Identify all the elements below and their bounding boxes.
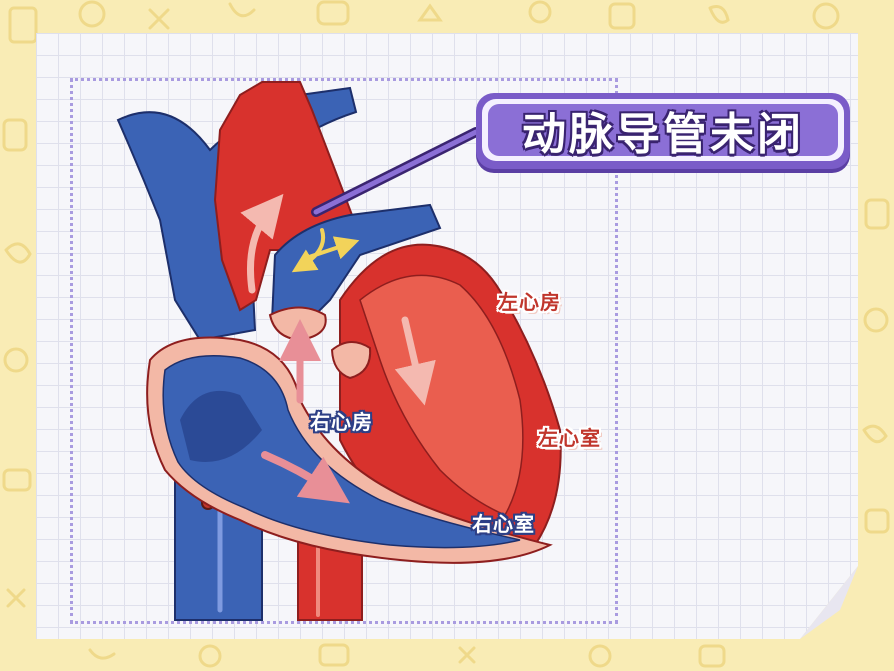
doodle-curve-icon [228, 2, 256, 18]
label-left-atrium: 左心房 [498, 290, 561, 314]
doodle-circle-icon [3, 347, 29, 373]
doodle-heart-icon [4, 242, 32, 264]
doodle-circle-icon [528, 0, 552, 24]
doodle-pill-icon [316, 0, 350, 26]
doodle-bottle-icon [864, 198, 890, 230]
doodle-curve-icon [88, 648, 116, 660]
shunt-arrow-right-icon [304, 236, 360, 260]
doodle-cross-icon [148, 8, 170, 30]
doodle-cross-icon [458, 646, 476, 664]
doodle-cross-icon [6, 588, 26, 608]
pulmonary-valve [268, 306, 327, 342]
doodle-circle-icon [863, 307, 889, 333]
dotted-frame [70, 78, 618, 624]
shunt-arrow-down-icon [291, 228, 325, 273]
title-badge: 动脉导管未闭 [476, 93, 850, 169]
right-atrium-shade [180, 390, 262, 462]
left-ventricle-inner [359, 274, 524, 516]
doodle-heart-icon [862, 424, 888, 444]
doodle-box-icon [698, 644, 726, 668]
doodle-pill-icon [2, 468, 32, 492]
doodle-circle-icon [812, 2, 840, 30]
label-right-ventricle: 右心室 [472, 512, 535, 536]
aortic-valve [330, 341, 372, 380]
paper-fold-corner [800, 566, 858, 639]
doodle-bottle-icon [2, 118, 28, 152]
doodle-box-icon [608, 2, 636, 30]
right-atrium-ventricle [162, 355, 521, 549]
title-badge-core: 动脉导管未闭 [488, 104, 838, 160]
aortic-flow-arrow [240, 193, 284, 294]
doodle-triangle-icon [417, 3, 443, 22]
doodle-clipboard-icon [8, 6, 38, 44]
diagram-title: 动脉导管未闭 [522, 109, 804, 160]
doodle-circle-icon [198, 644, 222, 668]
mitral-flow-arrow [394, 316, 436, 406]
doodle-pill-icon [318, 643, 350, 667]
label-right-atrium: 右心房 [310, 410, 373, 434]
doodle-circle-icon [78, 0, 106, 28]
pointer-line [313, 129, 479, 215]
doodle-box-icon [864, 508, 890, 534]
title-badge-frame: 动脉导管未闭 [482, 99, 844, 161]
doodle-circle-icon [588, 644, 612, 668]
label-left-ventricle: 左心室 [538, 426, 601, 450]
doodle-heart-icon [708, 5, 730, 24]
tricuspid-flow-arrow [261, 451, 350, 504]
pulmonary-artery [270, 203, 442, 332]
